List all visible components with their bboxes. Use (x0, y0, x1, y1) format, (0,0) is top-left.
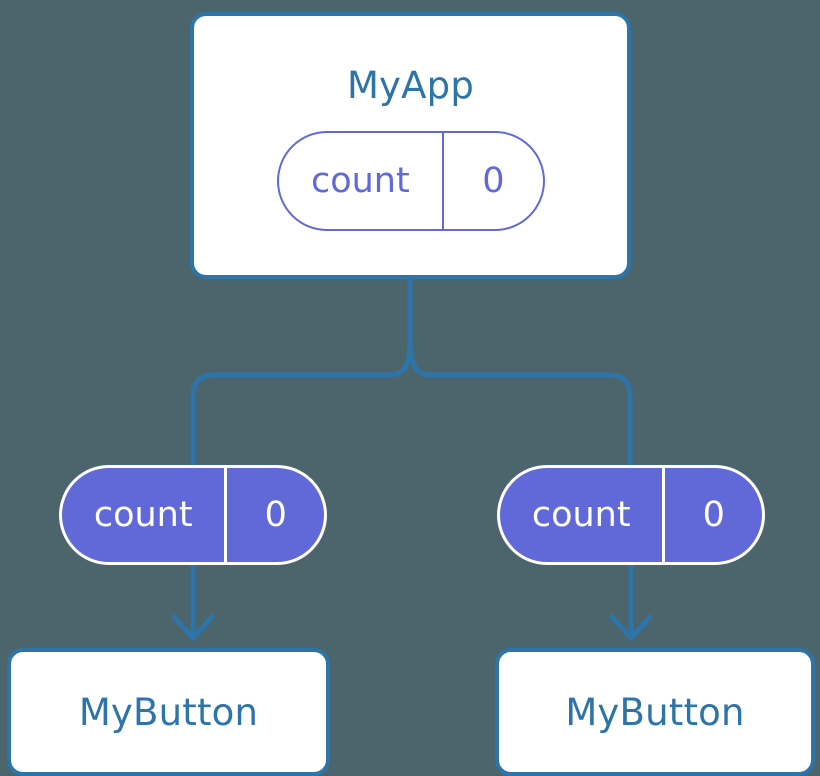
arrow-down-right (609, 562, 653, 641)
state-pill-value: 0 (662, 468, 762, 562)
state-pill-right[interactable]: count 0 (497, 465, 765, 565)
branch-connector (190, 276, 413, 473)
state-pill-left[interactable]: count 0 (59, 465, 327, 565)
state-pill-key: count (531, 494, 631, 535)
component-box-myapp[interactable]: MyApp count 0 (190, 12, 631, 279)
arrow-down-left (171, 562, 215, 641)
branch-connector-right (407, 337, 633, 473)
component-box-mybutton-left[interactable]: MyButton (7, 648, 330, 776)
component-title-mybutton: MyButton (78, 690, 259, 734)
state-pill-key: count (310, 160, 410, 201)
component-title-mybutton: MyButton (565, 690, 745, 734)
state-pill-key: count (93, 494, 193, 535)
state-pill-value: 0 (224, 468, 324, 562)
state-pill-myapp[interactable]: count 0 (276, 131, 545, 231)
component-box-mybutton-right[interactable]: MyButton (495, 648, 815, 776)
state-pill-value: 0 (442, 133, 542, 229)
component-title-myapp: MyApp (346, 64, 475, 107)
